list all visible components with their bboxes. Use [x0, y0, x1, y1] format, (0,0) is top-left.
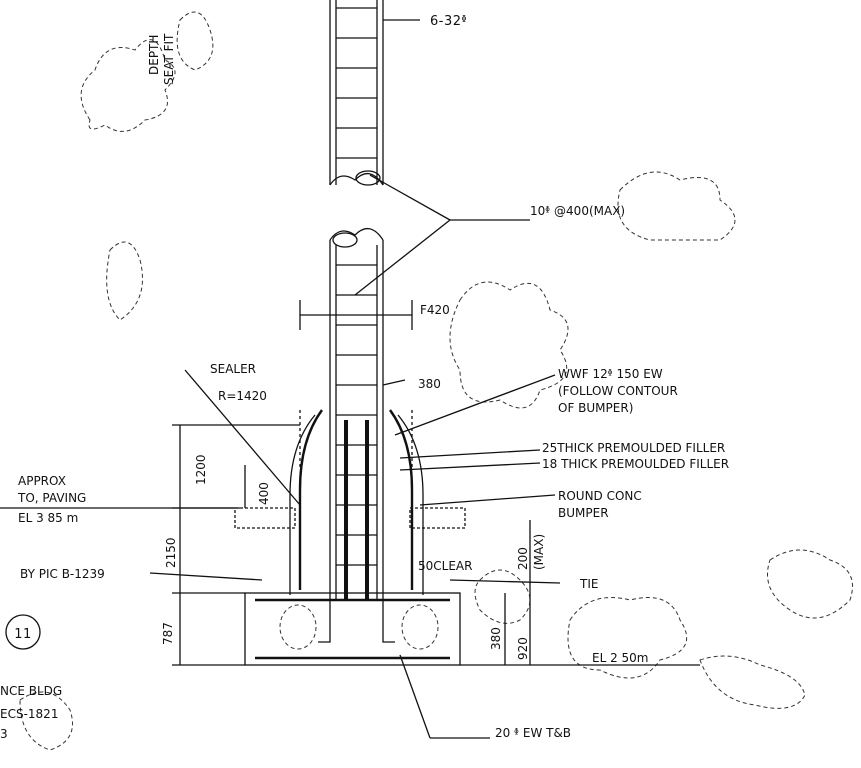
- sealer-label: SEALER: [210, 362, 256, 376]
- ties-spacing-label: 10ᶲ @400(MAX): [530, 204, 625, 218]
- building-label-2: ECS-1821: [0, 707, 58, 721]
- detail-number: 11: [14, 627, 32, 642]
- dim-2150-label: 2150: [164, 537, 178, 568]
- detail-marker: 11: [5, 614, 41, 650]
- radius-label: R=1420: [218, 389, 267, 403]
- filler-18-label: 18 THICK PREMOULDED FILLER: [542, 457, 729, 471]
- wwf-label-3: OF BUMPER): [558, 401, 633, 415]
- approx-label-1: APPROX: [18, 474, 66, 488]
- wwf-label-2: (FOLLOW CONTOUR: [558, 384, 678, 398]
- break-symbol: [329, 170, 384, 248]
- pile-dia-bottom-label: 380: [418, 377, 441, 391]
- seat-fit-label: SEAT FIT: [162, 33, 176, 85]
- filler-25-label: 25THICK PREMOULDED FILLER: [542, 441, 725, 455]
- dim-400-label: 400: [257, 482, 271, 505]
- by-pic-label: BY PIC B-1239: [20, 567, 105, 581]
- pile-dia-top-label: F420: [420, 303, 450, 317]
- tie-label: TIE: [579, 577, 598, 591]
- dim-200-label: 200: [516, 547, 530, 570]
- pile-shaft-upper: [329, 0, 384, 185]
- main-bars-label: 6-32ᶲ: [430, 14, 467, 29]
- approx-label-2: TO, PAVING: [17, 491, 86, 505]
- concrete-bumper: [289, 409, 424, 600]
- dimension-lines: [0, 300, 700, 666]
- dim-380-label: 380: [489, 627, 503, 650]
- elevation-bottom-label: EL 2 50m: [592, 651, 649, 665]
- bumper-label-1: ROUND CONC: [558, 489, 642, 503]
- detail-circle: [5, 614, 41, 650]
- bottom-bars-label: 20 ᶲ EW T&B: [495, 726, 571, 740]
- dim-max-label: (MAX): [532, 534, 546, 570]
- bumper-label-2: BUMPER: [558, 506, 609, 520]
- paving-slabs: [234, 507, 466, 529]
- pile-shaft-lower: [329, 240, 384, 600]
- depth-label: DEPTH: [147, 35, 161, 75]
- dim-920-label: 920: [516, 637, 530, 660]
- leader-lines: [149, 19, 561, 739]
- dim-787-label: 787: [161, 622, 175, 645]
- pile-cap: [244, 592, 461, 666]
- soil-hatching: [19, 11, 853, 751]
- building-label-3: 3: [0, 727, 8, 741]
- dim-1200-label: 1200: [194, 454, 208, 485]
- elevation-top-label: EL 3 85 m: [18, 511, 78, 525]
- annotations: 6-32ᶲ 10ᶲ @400(MAX) F420 SEALER R=1420 3…: [0, 14, 729, 741]
- wwf-label-1: WWF 12ᶲ 150 EW: [558, 367, 663, 381]
- building-label-1: NCE BLDG: [0, 684, 62, 698]
- clear-label: 50CLEAR: [418, 559, 472, 573]
